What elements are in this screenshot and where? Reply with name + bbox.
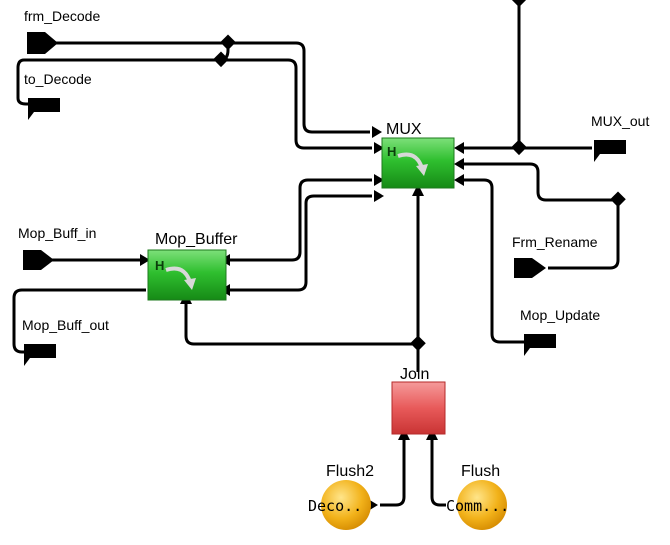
port-to-decode-shape[interactable] — [28, 98, 60, 120]
mux-block-glyph: H — [387, 144, 396, 159]
arrow-mux-in-right1 — [454, 142, 464, 154]
port-frm-rename-shape[interactable] — [514, 258, 546, 278]
mux-block[interactable]: MUX H — [381, 121, 455, 189]
arrow-mux-in-right3 — [454, 174, 464, 186]
curved-arrow-icon-head — [184, 278, 196, 290]
join-block[interactable]: Join — [391, 366, 446, 435]
wire-join-mop-buffer — [184, 300, 418, 346]
junction-diamond[interactable] — [213, 51, 229, 68]
wire-frm-rename — [462, 162, 620, 270]
mop-buffer-block-title: Mop_Buffer — [155, 231, 238, 248]
junction-diamond[interactable] — [610, 191, 626, 208]
wires — [12, 0, 620, 507]
wire-frm-decode-mux — [56, 41, 370, 134]
wire-mop-buff-out — [12, 288, 146, 354]
wire-flush2-join — [380, 438, 406, 507]
arrow-mux-in1 — [372, 126, 382, 138]
junction-diamond[interactable] — [410, 335, 426, 352]
flush2-source[interactable]: Flush2 Deco.. — [308, 463, 374, 530]
arrow-heads — [140, 126, 464, 511]
flush-source-label: Comm... — [446, 497, 509, 515]
flush2-source-label: Deco.. — [308, 497, 362, 515]
port-label-frm-rename: Frm_Rename — [512, 234, 598, 250]
arrow-mux-in3 — [374, 174, 384, 186]
wire-mop-update — [462, 178, 526, 344]
port-mux-out-shape[interactable] — [594, 140, 626, 162]
flush2-source-body[interactable] — [321, 480, 371, 530]
port-label-mux-out: MUX_out — [591, 113, 649, 129]
mux-block-title: MUX — [386, 121, 422, 138]
port-label-mop-buff-out: Mop_Buff_out — [22, 317, 109, 333]
junction-diamond[interactable] — [511, 0, 527, 8]
port-mop-update-shape[interactable] — [524, 334, 556, 356]
wire-mux-in2 — [221, 58, 372, 150]
flush-source[interactable]: Flush Comm... — [446, 463, 509, 530]
ports — [23, 32, 626, 366]
arrow-mop-buffer-in — [140, 254, 150, 266]
junction-diamond[interactable] — [511, 139, 527, 156]
curved-arrow-icon-head — [416, 164, 428, 176]
join-block-body[interactable] — [391, 381, 446, 435]
port-mop-buff-out-shape[interactable] — [24, 344, 56, 366]
arrow-mux-bottom — [412, 184, 424, 196]
port-labels: frm_Decode to_Decode Mop_Buff_in Mop_Buf… — [18, 8, 649, 333]
mop-buffer-block-glyph: H — [155, 258, 164, 273]
junction-diamond[interactable] — [220, 34, 236, 51]
port-label-mop-buff-in: Mop_Buff_in — [18, 225, 96, 241]
port-label-to-decode: to_Decode — [24, 71, 92, 87]
arrow-mux-in4 — [374, 190, 384, 202]
port-mop-buff-in-shape[interactable] — [23, 250, 54, 270]
flush2-source-title: Flush2 — [326, 463, 374, 480]
port-label-mop-update: Mop_Update — [520, 307, 600, 323]
wire-mux-in3 — [230, 178, 372, 262]
port-label-frm-decode: frm_Decode — [24, 8, 100, 24]
arrow-mux-in2 — [374, 142, 384, 154]
port-frm-decode-shape[interactable] — [27, 32, 58, 54]
join-block-title: Join — [400, 366, 429, 383]
wire-flush-join — [430, 438, 446, 507]
flush-source-title: Flush — [461, 463, 500, 480]
flush-source-body[interactable] — [457, 480, 507, 530]
wire-mux-in4 — [230, 194, 372, 292]
arrow-mux-in-right2 — [454, 158, 464, 170]
mop-buffer-block[interactable]: Mop_Buffer H — [147, 231, 238, 301]
